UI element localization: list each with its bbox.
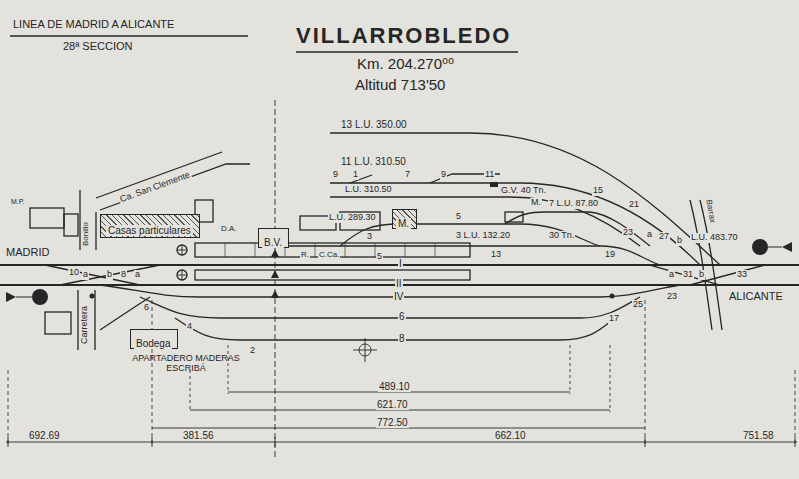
- track-label: 2: [249, 346, 256, 356]
- track-label: 489.10: [378, 381, 411, 392]
- track-label: 3: [366, 232, 373, 242]
- track-label: L.U. 483.70: [690, 233, 739, 243]
- track-label: APARTADERO MADERAS ESCRIBÁ: [120, 354, 252, 374]
- track-label: a: [134, 270, 141, 280]
- track-label: R.: [300, 251, 310, 260]
- track-label: 33: [736, 270, 748, 280]
- track-label: 31: [682, 270, 694, 280]
- track-label: Ca. San Clemente: [118, 170, 192, 205]
- track-label: b: [698, 270, 705, 280]
- track-label: b: [106, 270, 113, 280]
- track-label: 6: [143, 303, 150, 313]
- building-name: Bodega: [134, 338, 172, 349]
- building-box: Casas particulares: [100, 214, 200, 238]
- track-label: 4: [186, 322, 193, 332]
- track-label: C.Ca.: [318, 251, 340, 260]
- station-title: VILLARROBLEDO: [296, 24, 511, 48]
- track-label: 7 L.U. 87.80: [548, 199, 599, 209]
- building-box: M.: [392, 209, 417, 229]
- track-label: Carretera: [80, 305, 90, 345]
- track-label: ALICANTE: [728, 290, 784, 302]
- track-label: MADRID: [5, 246, 50, 258]
- track-label: M.: [530, 198, 542, 208]
- track-label: L.U. 289.30: [328, 213, 377, 223]
- track-label: 23: [666, 292, 678, 302]
- track-label: 8: [398, 333, 406, 344]
- track-label: 3 L.U. 132.20: [455, 231, 511, 241]
- track-label: 19: [604, 250, 616, 260]
- track-label: 27: [658, 232, 670, 242]
- track-label: 662.10: [494, 430, 527, 441]
- building-name: Casas particulares: [106, 225, 193, 236]
- track-label: I: [398, 258, 403, 269]
- building-name: B.V.: [262, 237, 284, 248]
- building-name: M.: [396, 218, 411, 229]
- track-label: 11 L.U. 310.50: [340, 156, 407, 167]
- track-label: 30 Tn.: [548, 231, 575, 241]
- building-box: Bodega: [130, 329, 178, 349]
- track-label: Altitud 713'50: [354, 77, 446, 94]
- track-label: 10: [68, 268, 80, 278]
- track-label: 751.58: [742, 430, 775, 441]
- track-label: 5: [376, 252, 383, 262]
- track-label: Bonillo: [82, 221, 91, 247]
- track-label: Km. 204.270⁰⁰: [356, 56, 455, 73]
- track-label: 25: [632, 300, 644, 310]
- track-label: 381.56: [182, 430, 215, 441]
- track-label: 7: [404, 170, 411, 180]
- track-label: 772.50: [376, 417, 409, 428]
- track-label: a: [82, 270, 89, 280]
- track-label: M.P.: [10, 198, 26, 206]
- track-label: Barrax: [703, 198, 716, 225]
- track-label: 15: [592, 186, 604, 196]
- track-label: LINEA DE MADRID A ALICANTE: [12, 18, 175, 30]
- track-label: D.A.: [220, 225, 238, 234]
- track-label: 13 L.U. 350.00: [340, 119, 408, 130]
- track-label: II: [395, 278, 403, 289]
- track-label: b: [676, 236, 683, 246]
- track-label: 1: [352, 170, 359, 180]
- track-label: 692.69: [28, 430, 61, 441]
- track-label: 621.70: [376, 399, 409, 410]
- track-label: 28ª SECCION: [62, 40, 133, 52]
- track-label: 23: [622, 228, 634, 238]
- track-label: 17: [608, 314, 620, 324]
- track-label: 21: [628, 200, 640, 210]
- track-label: 8: [120, 270, 127, 280]
- track-label: 13: [490, 250, 502, 260]
- track-label: 6: [398, 311, 406, 322]
- track-label: IV: [393, 291, 404, 302]
- track-label: G.V. 40 Tn.: [500, 186, 547, 196]
- track-label: 9: [440, 170, 447, 180]
- track-label: 5: [455, 212, 462, 222]
- track-label: L.U. 310.50: [344, 185, 393, 195]
- track-label: a: [668, 270, 675, 280]
- track-label: 11: [484, 170, 495, 180]
- track-label: 9: [332, 170, 339, 180]
- building-box: B.V.: [258, 228, 289, 248]
- track-label: a: [646, 230, 653, 240]
